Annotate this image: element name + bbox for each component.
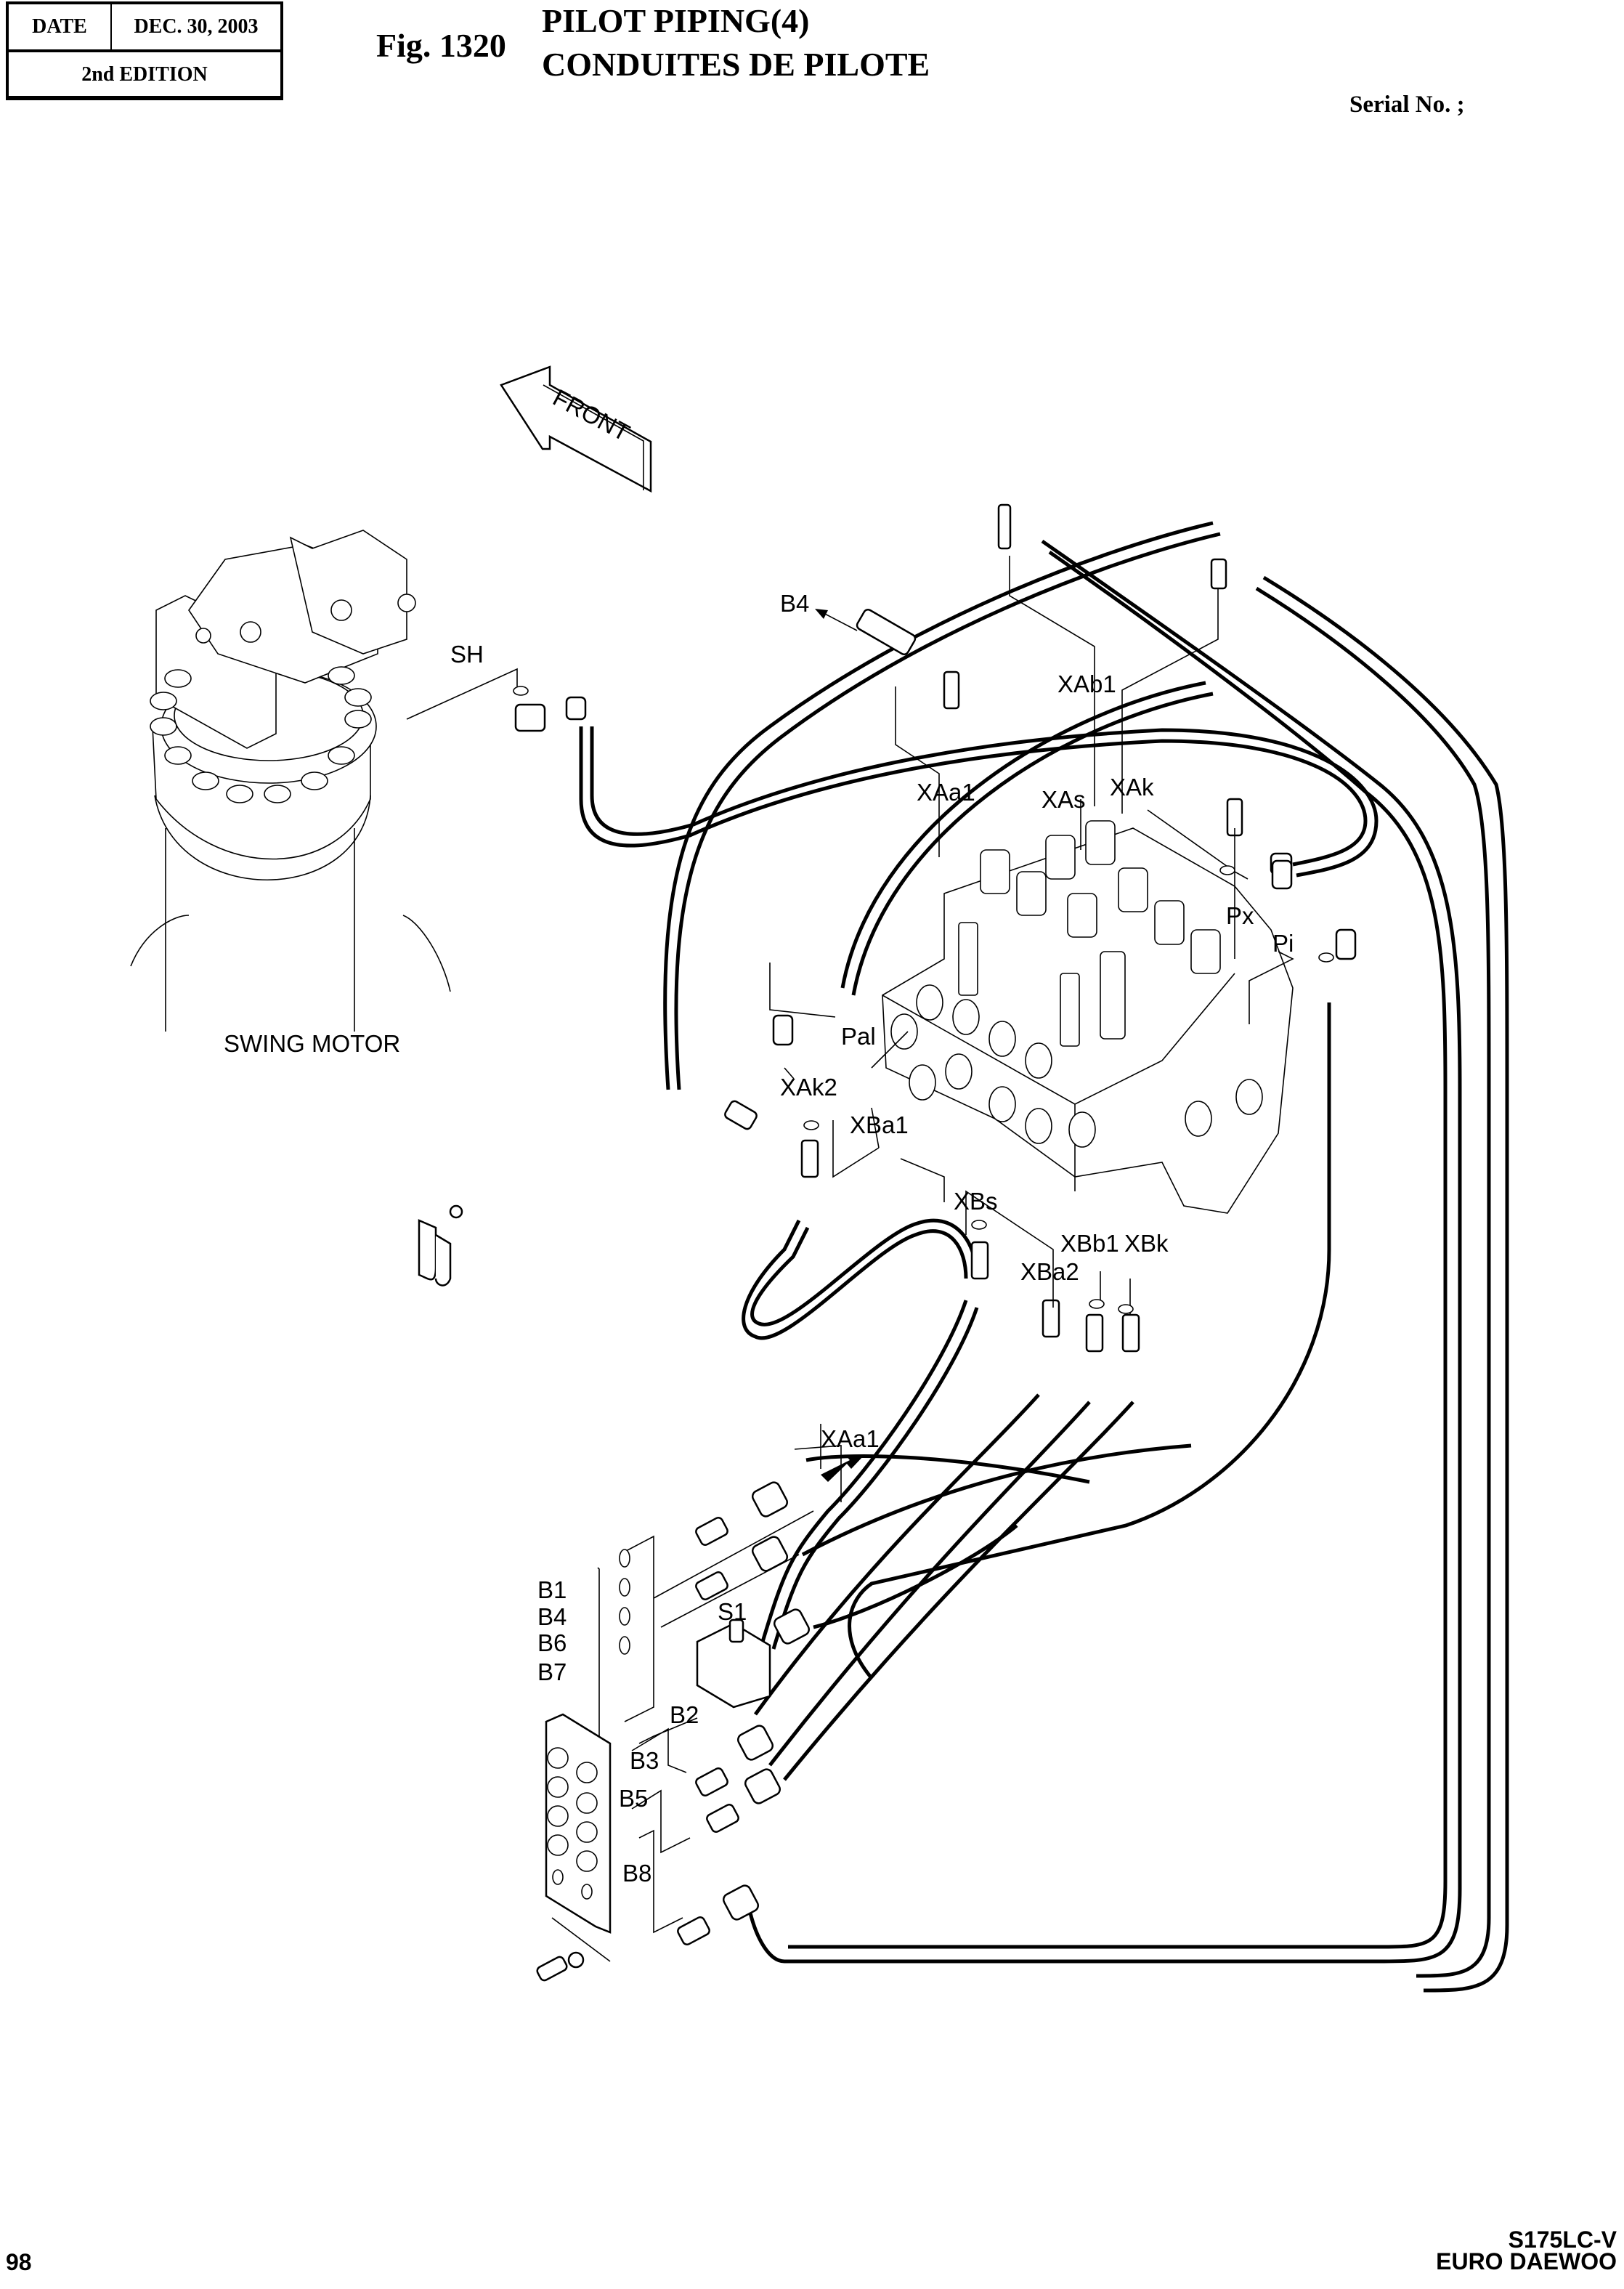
label-b1: B1: [537, 1576, 567, 1603]
label-xaa1-bottom: XAa1: [821, 1425, 880, 1452]
label-b5: B5: [619, 1785, 648, 1812]
label-xak: XAk: [1110, 774, 1154, 801]
label-s1: S1: [718, 1598, 747, 1625]
label-sh: SH: [450, 641, 484, 668]
figure-number: Fig. 1320: [376, 27, 506, 64]
label-b3: B3: [630, 1747, 659, 1774]
label-xak2: XAk2: [780, 1074, 837, 1101]
model-name: S175LC-V: [1508, 2227, 1617, 2253]
label-px: Px: [1226, 902, 1254, 929]
serial-number-label: Serial No. ;: [1349, 92, 1465, 118]
label-pal: Pal: [841, 1023, 876, 1050]
date-value: DEC. 30, 2003: [134, 15, 259, 38]
label-xas: XAs: [1042, 786, 1086, 813]
page-number: 98: [6, 2249, 32, 2275]
label-b2: B2: [670, 1701, 699, 1728]
page-title-en: PILOT PIPING(4): [542, 2, 810, 39]
label-b4-top: B4: [780, 590, 809, 617]
hose-clamp: [418, 1204, 463, 1287]
label-b7: B7: [537, 1658, 567, 1685]
swing-motor: SWING MOTOR: [130, 530, 451, 1057]
model-brand: S175LC-V EURO DAEWOO: [1436, 2227, 1617, 2274]
label-xaa1-top: XAa1: [917, 779, 975, 806]
label-pi: Pi: [1272, 930, 1294, 957]
page-title-fr: CONDUITES DE PILOTE: [542, 46, 930, 83]
label-xba1: XBa1: [850, 1111, 909, 1138]
label-xab1: XAb1: [1057, 671, 1116, 697]
main-control-valve: [882, 820, 1294, 1214]
label-xbk: XBk: [1124, 1230, 1169, 1257]
label-b6: B6: [537, 1629, 567, 1656]
label-b4: B4: [537, 1603, 567, 1630]
brand-name: EURO DAEWOO: [1436, 2248, 1617, 2274]
bracket-plate: [545, 1713, 612, 1934]
label-b8: B8: [622, 1860, 651, 1887]
front-arrow-icon: FRONT: [500, 365, 652, 493]
date-label: DATE: [9, 4, 112, 49]
date-edition-box: DATE DEC. 30, 2003 2nd EDITION: [6, 1, 283, 100]
label-xbs: XBs: [954, 1188, 998, 1215]
date-row: DATE DEC. 30, 2003: [9, 4, 280, 52]
edition-label: 2nd EDITION: [81, 63, 208, 86]
label-xbb1: XBb1: [1060, 1230, 1119, 1257]
label-xba2: XBa2: [1020, 1258, 1079, 1285]
swing-motor-label: SWING MOTOR: [224, 1030, 400, 1057]
